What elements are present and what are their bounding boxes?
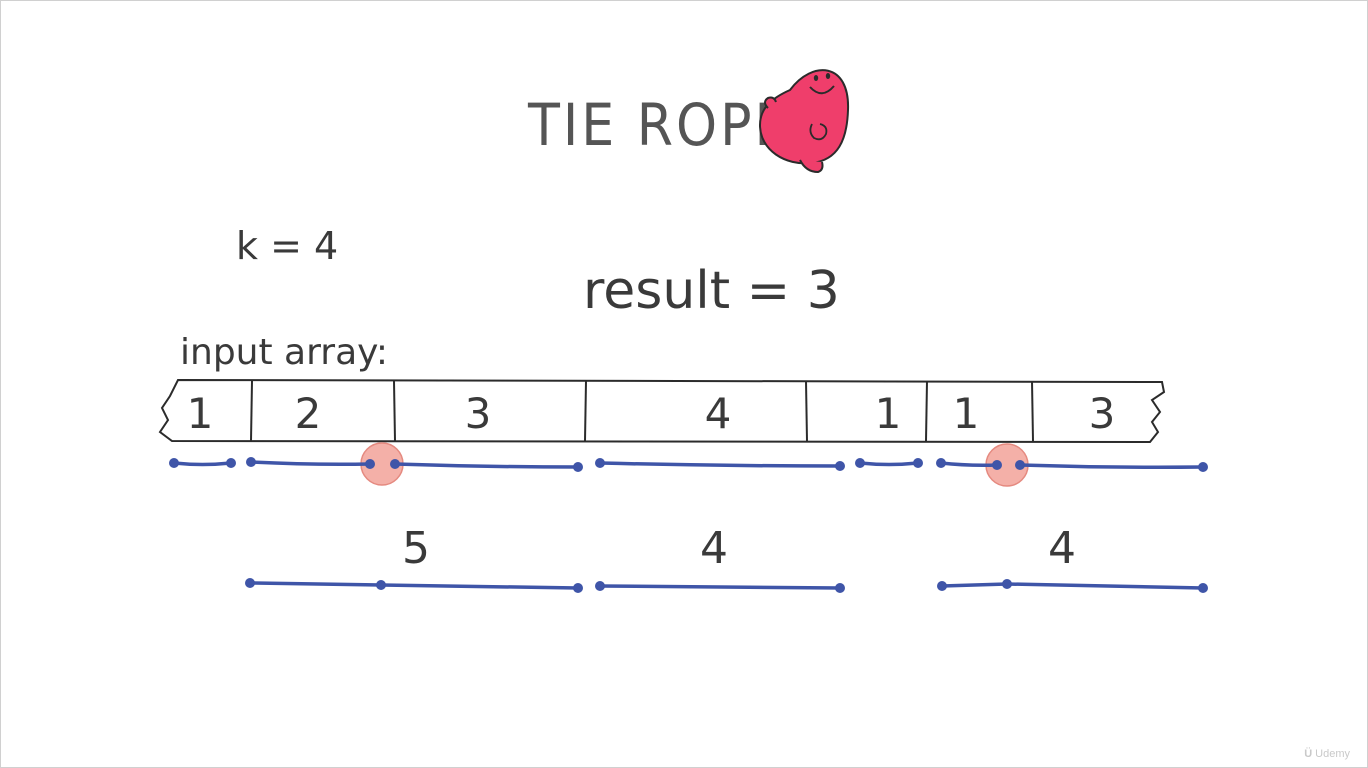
tied-rope (248, 581, 580, 590)
array-cell-divider (584, 380, 587, 442)
rope-endpoint (573, 462, 583, 472)
array-cell-divider (250, 380, 253, 442)
rope-row-tied (245, 578, 1208, 593)
array-cell-value: 2 (295, 389, 322, 438)
rope-endpoint (1198, 583, 1208, 593)
rope-endpoint (245, 578, 255, 588)
tied-sum-labels: 5 4 4 (402, 523, 1076, 574)
input-array-strip (158, 378, 1166, 444)
rope-endpoint (1015, 460, 1025, 470)
rope-row-original (169, 442, 1208, 487)
input-array-label: input array: (180, 332, 388, 373)
rope-segment (1018, 463, 1205, 469)
rope-segment (598, 461, 842, 468)
array-cell-value: 1 (875, 389, 902, 438)
rope-endpoint (992, 460, 1002, 470)
array-cell-value: 3 (1089, 389, 1116, 438)
rope-endpoint (835, 461, 845, 471)
array-cell-value: 4 (705, 389, 732, 438)
array-cell-value: 1 (187, 389, 214, 438)
udemy-logo-icon: Ü (1304, 748, 1313, 760)
tied-rope-sum: 4 (1048, 523, 1076, 574)
rope-endpoint (376, 580, 386, 590)
watermark-label: Udemy (1315, 748, 1350, 760)
result-label: result = 3 (583, 261, 840, 321)
rope-segment (249, 460, 372, 466)
rope-segment (858, 461, 920, 467)
rope-endpoint (226, 458, 236, 468)
rope-segment (393, 462, 580, 469)
tied-rope-sum: 4 (700, 523, 728, 574)
input-array-cells: 1 2 3 4 1 1 3 (187, 380, 1116, 442)
rope-endpoint (835, 583, 845, 593)
array-cell-value: 3 (465, 389, 492, 438)
rope-endpoint (936, 458, 946, 468)
rope-endpoint (365, 459, 375, 469)
rope-endpoint (169, 458, 179, 468)
array-cell-divider (805, 380, 808, 442)
tied-rope (598, 584, 842, 590)
array-cell-divider (925, 380, 928, 442)
rope-endpoint (855, 458, 865, 468)
array-cell-value: 1 (953, 389, 980, 438)
array-cell-divider (1031, 380, 1034, 442)
rope-endpoint (595, 458, 605, 468)
tied-rope-sum: 5 (402, 523, 430, 574)
k-label: k = 4 (236, 224, 338, 268)
rope-endpoint (913, 458, 923, 468)
rope-endpoint (573, 583, 583, 593)
tied-rope (940, 582, 1205, 590)
rope-endpoint (1198, 462, 1208, 472)
rope-endpoint (1002, 579, 1012, 589)
rope-endpoint (595, 581, 605, 591)
mascot-illustration (758, 69, 850, 174)
rope-endpoint (246, 457, 256, 467)
rope-endpoint (390, 459, 400, 469)
array-cell-divider (393, 380, 396, 442)
rope-endpoint (937, 581, 947, 591)
rope-segment (172, 461, 233, 467)
